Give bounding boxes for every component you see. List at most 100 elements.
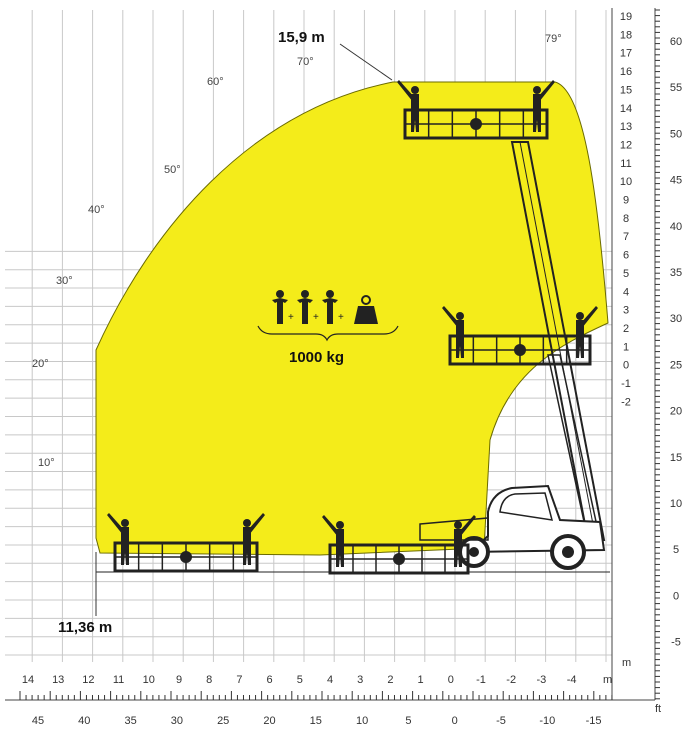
svg-text:+: + (313, 312, 319, 323)
platforms (107, 80, 598, 575)
boom (510, 141, 606, 541)
tick-label-vm: 8 (623, 213, 629, 225)
capacity-label: 1000 kg (289, 349, 344, 366)
tick-label-ft: -10 (539, 715, 555, 727)
tick-label-vft: 5 (673, 544, 679, 556)
tick-label-vm: 9 (623, 195, 629, 207)
capacity-block: + + + 1000 kg (257, 290, 399, 366)
tick-label-m: 12 (82, 674, 94, 686)
tick-label-vft: 15 (670, 452, 682, 464)
tick-label-vm: 0 (623, 360, 629, 372)
angle-label: 79° (545, 33, 562, 45)
tick-label-ft: -5 (496, 715, 506, 727)
capacity-bracket (257, 325, 399, 342)
tick-label-vm: 15 (620, 84, 632, 96)
angle-labels: 79° 70° 60° 50° 40° 30° 20° 10° (32, 33, 562, 469)
tick-label-vm: 12 (620, 139, 632, 151)
svg-text:+: + (338, 312, 344, 323)
tick-label-vm: 5 (623, 268, 629, 280)
max-outreach-label: 11,36 m (58, 619, 112, 636)
tick-label-vm: 19 (620, 11, 632, 23)
tick-label-ft: 10 (356, 715, 368, 727)
tick-label-m: -4 (567, 674, 577, 686)
tick-label-ft: 15 (310, 715, 322, 727)
tick-label-ft: 5 (405, 715, 411, 727)
work-platform (107, 513, 265, 573)
angle-label: 40° (88, 204, 105, 216)
tick-label-m: 1 (418, 674, 424, 686)
angle-label: 50° (164, 164, 181, 176)
tick-label-vm: 13 (620, 121, 632, 133)
tick-label-m: 11 (113, 674, 124, 686)
tick-label-vft: 60 (670, 36, 682, 48)
work-platform (397, 80, 555, 140)
tick-label-vft: 0 (673, 590, 679, 602)
tick-label-m: 5 (297, 674, 303, 686)
tick-label-vm: 10 (620, 176, 632, 188)
tick-label-vm: -2 (621, 396, 631, 408)
axes (5, 8, 660, 701)
tick-label-m: 3 (357, 674, 363, 686)
tick-label-ft: -15 (586, 715, 602, 727)
tick-label-vft: 30 (670, 313, 682, 325)
tick-label-ft: 40 (78, 715, 90, 727)
work-platform (322, 515, 476, 575)
angle-label: 20° (32, 358, 49, 370)
tick-label-vft: 10 (670, 498, 682, 510)
tick-label-vm: 11 (620, 158, 631, 170)
tick-label-m: -2 (506, 674, 516, 686)
tick-label-m: -1 (476, 674, 486, 686)
tick-label-m: 13 (52, 674, 64, 686)
cab-window (499, 492, 554, 521)
tick-label-vm: 7 (623, 231, 629, 243)
tick-label-m: 7 (236, 674, 242, 686)
max-height-label: 15,9 m (278, 29, 325, 46)
tick-label-m: -3 (537, 674, 547, 686)
tick-label-vm: 18 (620, 29, 632, 41)
tick-label-vm: 6 (623, 250, 629, 262)
tick-label-ft: 35 (124, 715, 136, 727)
unit-label-vm: m (622, 657, 631, 669)
tick-label-vm: 2 (623, 323, 629, 335)
tick-label-ft: 0 (452, 715, 458, 727)
tick-label-m: 0 (448, 674, 454, 686)
unit-label-ft: ft (655, 703, 661, 715)
tick-label-m: 9 (176, 674, 182, 686)
tick-label-m: 2 (387, 674, 393, 686)
work-platform (442, 306, 598, 366)
tick-label-m: 6 (267, 674, 273, 686)
unit-label-m: m (603, 674, 612, 686)
angle-label: 10° (38, 457, 55, 469)
angle-label: 70° (297, 56, 314, 68)
max-height-leader (339, 43, 393, 81)
svg-text:+: + (288, 312, 294, 323)
tick-label-m: 10 (143, 674, 155, 686)
tick-label-vm: 14 (620, 103, 632, 115)
tick-label-vm: 4 (623, 286, 629, 298)
working-envelope (95, 81, 609, 556)
tick-label-vft: 25 (670, 359, 682, 371)
tick-label-ft: 45 (32, 715, 44, 727)
tick-label-vm: 1 (623, 341, 629, 353)
angle-label: 30° (56, 275, 73, 287)
tick-label-m: 8 (206, 674, 212, 686)
tick-label-vft: 40 (670, 221, 682, 233)
tick-label-vm: 3 (623, 305, 629, 317)
three-persons-plus-weight-icon: + + + (272, 290, 378, 324)
tick-label-vft: 35 (670, 267, 682, 279)
tick-label-ft: 25 (217, 715, 229, 727)
tick-label-vft: 55 (670, 82, 682, 94)
tick-label-vm: 17 (620, 48, 632, 60)
tick-label-vft: 50 (670, 128, 682, 140)
tick-label-vm: 16 (620, 66, 632, 78)
tick-label-m: 4 (327, 674, 333, 686)
tick-label-vft: 45 (670, 175, 682, 187)
tick-label-vft: -5 (671, 637, 681, 649)
tick-label-vm: -1 (621, 378, 631, 390)
angle-label: 60° (207, 76, 224, 88)
tick-label-ft: 20 (263, 715, 275, 727)
tick-label-ft: 30 (171, 715, 183, 727)
tick-label-m: 14 (22, 674, 34, 686)
